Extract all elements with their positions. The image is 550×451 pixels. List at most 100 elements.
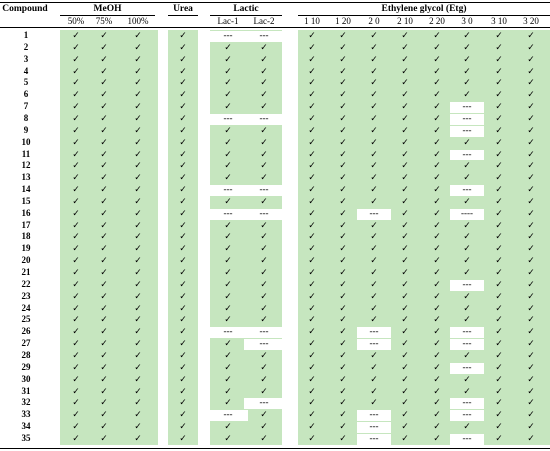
check-mark: ✓ bbox=[339, 184, 347, 195]
check-mark: ✓ bbox=[370, 101, 378, 112]
dash-mark: --- bbox=[369, 409, 379, 420]
compound-id: 8 bbox=[23, 112, 29, 123]
check-mark: ✓ bbox=[401, 101, 409, 112]
check-mark: ✓ bbox=[224, 172, 232, 183]
check-mark: ✓ bbox=[308, 53, 316, 64]
check-mark: ✓ bbox=[370, 65, 378, 76]
bottom-rule bbox=[0, 448, 550, 449]
check-mark: ✓ bbox=[433, 207, 441, 218]
check-mark: ✓ bbox=[527, 314, 535, 325]
check-mark: ✓ bbox=[224, 385, 232, 396]
check-mark: ✓ bbox=[260, 53, 268, 64]
check-mark: ✓ bbox=[224, 101, 232, 112]
check-mark: ✓ bbox=[527, 409, 535, 420]
check-mark: ✓ bbox=[260, 255, 268, 266]
check-mark: ✓ bbox=[179, 160, 187, 171]
dash-cell-background bbox=[450, 398, 484, 410]
check-mark: ✓ bbox=[463, 65, 471, 76]
check-mark: ✓ bbox=[308, 349, 316, 360]
check-mark: ✓ bbox=[527, 361, 535, 372]
dash-mark: --- bbox=[462, 101, 472, 112]
dash-cell-background bbox=[450, 185, 484, 196]
check-mark: ✓ bbox=[401, 160, 409, 171]
check-mark: ✓ bbox=[260, 373, 268, 384]
check-mark: ✓ bbox=[495, 373, 503, 384]
check-mark: ✓ bbox=[527, 278, 535, 289]
dash-mark: --- bbox=[462, 278, 472, 289]
check-mark: ✓ bbox=[179, 41, 187, 52]
check-mark: ✓ bbox=[179, 385, 187, 396]
check-mark: ✓ bbox=[100, 30, 108, 40]
check-mark: ✓ bbox=[401, 326, 409, 337]
check-mark: ✓ bbox=[134, 195, 142, 206]
check-mark: ✓ bbox=[134, 314, 142, 325]
check-mark: ✓ bbox=[339, 101, 347, 112]
check-mark: ✓ bbox=[527, 302, 535, 313]
check-mark: ✓ bbox=[495, 349, 503, 360]
check-mark: ✓ bbox=[260, 349, 268, 360]
check-mark: ✓ bbox=[72, 385, 80, 396]
compound-id: 13 bbox=[21, 172, 31, 183]
check-mark: ✓ bbox=[339, 207, 347, 218]
check-mark: ✓ bbox=[179, 231, 187, 242]
dash-cell-background bbox=[357, 433, 391, 445]
check-mark: ✓ bbox=[370, 30, 378, 40]
check-mark: ✓ bbox=[463, 77, 471, 88]
check-mark: ✓ bbox=[224, 314, 232, 325]
check-mark: ✓ bbox=[339, 432, 347, 443]
check-mark: ✓ bbox=[260, 385, 268, 396]
check-mark: ✓ bbox=[370, 148, 378, 159]
check-mark: ✓ bbox=[134, 30, 142, 40]
check-mark: ✓ bbox=[527, 207, 535, 218]
check-mark: ✓ bbox=[370, 41, 378, 52]
check-mark: ✓ bbox=[224, 290, 232, 301]
check-mark: ✓ bbox=[370, 231, 378, 242]
compound-id: 29 bbox=[21, 361, 31, 372]
check-mark: ✓ bbox=[179, 290, 187, 301]
check-mark: ✓ bbox=[308, 421, 316, 432]
check-mark: ✓ bbox=[401, 112, 409, 123]
dash-cell-background bbox=[450, 279, 484, 291]
dash-mark: --- bbox=[462, 432, 472, 443]
check-mark: ✓ bbox=[134, 184, 142, 195]
dash-cell-background bbox=[244, 113, 284, 125]
check-mark: ✓ bbox=[72, 30, 80, 40]
check-mark: ✓ bbox=[308, 385, 316, 396]
check-mark: ✓ bbox=[260, 314, 268, 325]
check-mark: ✓ bbox=[100, 349, 108, 360]
check-mark: ✓ bbox=[100, 397, 108, 408]
compound-id: 16 bbox=[21, 207, 31, 218]
dash-mark: --- bbox=[259, 207, 269, 218]
check-mark: ✓ bbox=[495, 219, 503, 230]
check-mark: ✓ bbox=[339, 255, 347, 266]
check-mark: ✓ bbox=[134, 77, 142, 88]
check-mark: ✓ bbox=[401, 421, 409, 432]
check-mark: ✓ bbox=[495, 136, 503, 147]
compound-id: 32 bbox=[21, 397, 31, 408]
check-mark: ✓ bbox=[179, 65, 187, 76]
check-mark: ✓ bbox=[100, 421, 108, 432]
check-mark: ✓ bbox=[370, 136, 378, 147]
check-mark: ✓ bbox=[433, 124, 441, 135]
dash-mark: --- bbox=[223, 184, 233, 195]
dash-cell-background bbox=[244, 185, 284, 196]
subcolumn-header: 100% bbox=[127, 16, 149, 26]
check-mark: ✓ bbox=[179, 255, 187, 266]
check-mark: ✓ bbox=[339, 302, 347, 313]
check-mark: ✓ bbox=[72, 302, 80, 313]
check-mark: ✓ bbox=[260, 302, 268, 313]
check-mark: ✓ bbox=[401, 124, 409, 135]
subcolumn-header: Lac-1 bbox=[217, 16, 239, 26]
check-mark: ✓ bbox=[308, 326, 316, 337]
check-mark: ✓ bbox=[308, 278, 316, 289]
check-mark: ✓ bbox=[72, 267, 80, 277]
check-mark: ✓ bbox=[308, 30, 316, 40]
check-mark: ✓ bbox=[72, 160, 80, 171]
check-mark: ✓ bbox=[527, 231, 535, 242]
check-mark: ✓ bbox=[308, 361, 316, 372]
check-mark: ✓ bbox=[72, 409, 80, 420]
dash-mark: --- bbox=[462, 148, 472, 159]
dash-mark: --- bbox=[259, 112, 269, 123]
check-mark: ✓ bbox=[260, 432, 268, 443]
check-mark: ✓ bbox=[179, 53, 187, 64]
